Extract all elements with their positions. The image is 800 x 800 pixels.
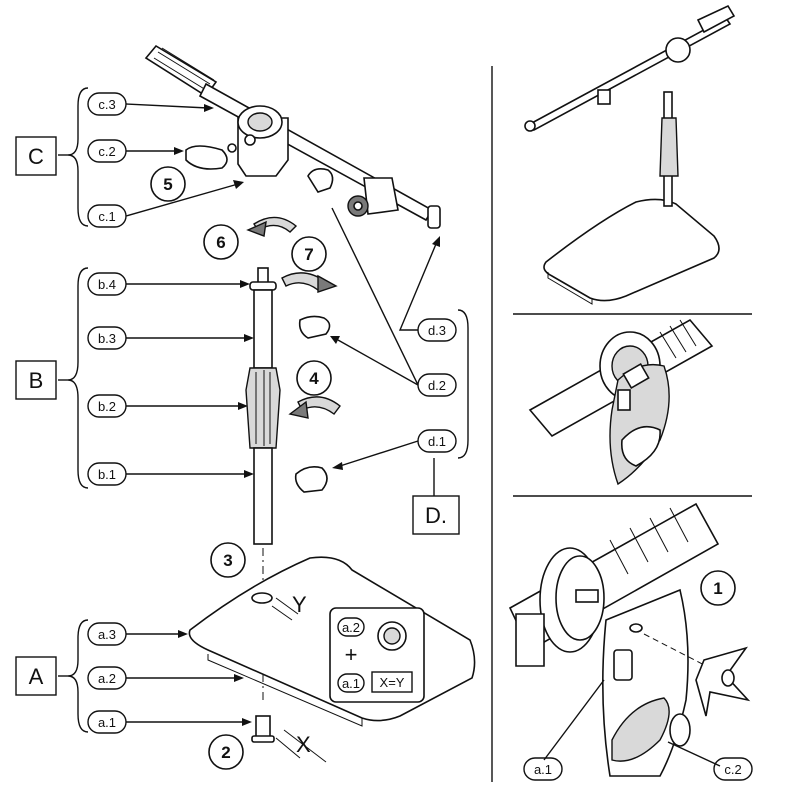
group-d: D. d.3 d.2 d.1 — [330, 207, 469, 535]
screw-a1: X — [251, 715, 327, 763]
clip-upper — [298, 315, 331, 339]
label-c3: c.3 — [98, 97, 115, 112]
step-7: 7 — [291, 236, 327, 272]
group-d-title: D. — [425, 503, 447, 528]
step-6-number: 6 — [216, 233, 225, 252]
dimension-x: X — [296, 732, 311, 757]
label-c2: c.2 — [98, 144, 115, 159]
step-7-number: 7 — [304, 245, 313, 264]
label-a2: a.2 — [98, 671, 116, 686]
label-a1: a.1 — [98, 715, 116, 730]
label-d1: d.1 — [428, 434, 446, 449]
detail-label-c2: c.2 — [724, 762, 741, 777]
assembled-stand-view — [524, 4, 736, 305]
stand-tube — [245, 267, 281, 700]
group-c-title: C — [28, 144, 44, 169]
label-a3: a.3 — [98, 627, 116, 642]
rotation-arrow-6 — [246, 216, 298, 237]
step-3-number: 3 — [223, 551, 232, 570]
group-b: B b.4 b.3 b.2 b.1 — [15, 267, 254, 489]
group-a: A a.3 a.2 a.1 — [15, 619, 252, 734]
step-2-number: 2 — [221, 743, 230, 762]
step-5-number: 5 — [163, 175, 172, 194]
inset-label-bottom: a.1 — [342, 676, 360, 691]
label-b4: b.4 — [98, 277, 116, 292]
step-2: 2 — [208, 734, 244, 770]
step-4: 4 — [296, 360, 332, 396]
clamp-detail-view — [528, 318, 714, 486]
label-d3: d.3 — [428, 323, 446, 338]
group-b-title: B — [29, 368, 44, 393]
group-a-title: A — [29, 664, 44, 689]
clip-lower — [294, 466, 328, 493]
label-d2: d.2 — [428, 378, 446, 393]
step-3: 3 — [210, 542, 246, 578]
step-1-detail-view: a.1 c.2 1 — [508, 502, 753, 781]
boom-arm — [144, 44, 441, 229]
detail-label-a1: a.1 — [534, 762, 552, 777]
base-plate: Y a.2 + a.1 X=Y — [188, 556, 476, 727]
inset-plus: + — [345, 642, 358, 667]
label-b2: b.2 — [98, 399, 116, 414]
step-5: 5 — [150, 166, 186, 202]
inset-label-top: a.2 — [342, 620, 360, 635]
rotation-arrow-7 — [281, 272, 338, 293]
label-b1: b.1 — [98, 467, 116, 482]
label-c1: c.1 — [98, 209, 115, 224]
group-c: C c.3 c.2 c.1 — [15, 87, 244, 228]
label-b3: b.3 — [98, 331, 116, 346]
inset-rule: X=Y — [380, 675, 405, 690]
step-4-number: 4 — [309, 369, 319, 388]
step-1-number: 1 — [713, 579, 722, 598]
dimension-y: Y — [292, 592, 307, 617]
rotation-arrow-4 — [288, 396, 341, 419]
step-6: 6 — [203, 224, 239, 260]
